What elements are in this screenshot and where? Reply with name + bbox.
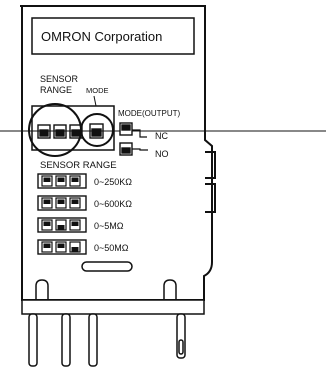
- range-row-frame: [37, 195, 87, 211]
- mode-output-label: MODE(OUTPUT): [118, 109, 181, 118]
- nc-switch-icon: [119, 122, 133, 136]
- range-label: 0~250KΩ: [94, 177, 132, 187]
- module-housing: [20, 5, 216, 301]
- range-row: 0~50MΩ: [37, 239, 129, 255]
- range-row: 0~600KΩ: [37, 195, 132, 211]
- nc-label: NC: [155, 131, 168, 141]
- connector-pins: [28, 313, 186, 367]
- pin-1: [28, 313, 38, 367]
- nc-connector: [132, 129, 147, 138]
- range-dip-knob: [57, 199, 65, 204]
- range-row: 0~5MΩ: [37, 217, 124, 233]
- sensor-range-label-line1: SENSOR: [40, 74, 79, 84]
- range-dip-knob: [43, 177, 51, 182]
- pin-3: [88, 313, 98, 367]
- range-label: 0~600KΩ: [94, 199, 132, 209]
- range-dip-knob: [43, 199, 51, 204]
- base-strip: [21, 299, 205, 315]
- no-switch-icon: [119, 142, 133, 156]
- mode-highlight-circle: [80, 113, 114, 147]
- range-dip-knob: [71, 247, 79, 252]
- range-label: 0~50MΩ: [94, 243, 129, 253]
- range-dip-knob: [71, 221, 79, 226]
- sensor-range-table: 0~250KΩ 0~600KΩ 0~5MΩ 0~50MΩ: [37, 173, 132, 255]
- range-dip-knob: [43, 243, 51, 248]
- bottom-slot: [81, 261, 133, 272]
- brand-panel: [31, 17, 195, 55]
- range-dip-knob: [71, 199, 79, 204]
- range-dip-knob: [43, 221, 51, 226]
- range-label: 0~5MΩ: [94, 221, 124, 231]
- sensor-range-label-line2: RANGE: [40, 85, 72, 95]
- pin-4: [176, 313, 186, 359]
- no-label: NO: [155, 149, 169, 159]
- range-row: 0~250KΩ: [37, 173, 132, 189]
- range-dip-knob: [57, 243, 65, 248]
- mode-leader: [93, 95, 97, 107]
- range-dip-knob: [57, 177, 65, 182]
- range-dip-knob: [71, 177, 79, 182]
- pin-guides: [35, 279, 177, 300]
- mode-label: MODE: [86, 86, 109, 95]
- range-row-frame: [37, 173, 87, 189]
- range-dip-knob: [57, 225, 65, 230]
- range-row-frame: [37, 239, 87, 255]
- sensor-range-table-title: SENSOR RANGE: [40, 160, 117, 171]
- no-connector: [132, 148, 148, 151]
- brand-label: OMRON Corporation: [41, 29, 162, 44]
- pin-2: [61, 313, 71, 367]
- range-row-frame: [37, 217, 87, 233]
